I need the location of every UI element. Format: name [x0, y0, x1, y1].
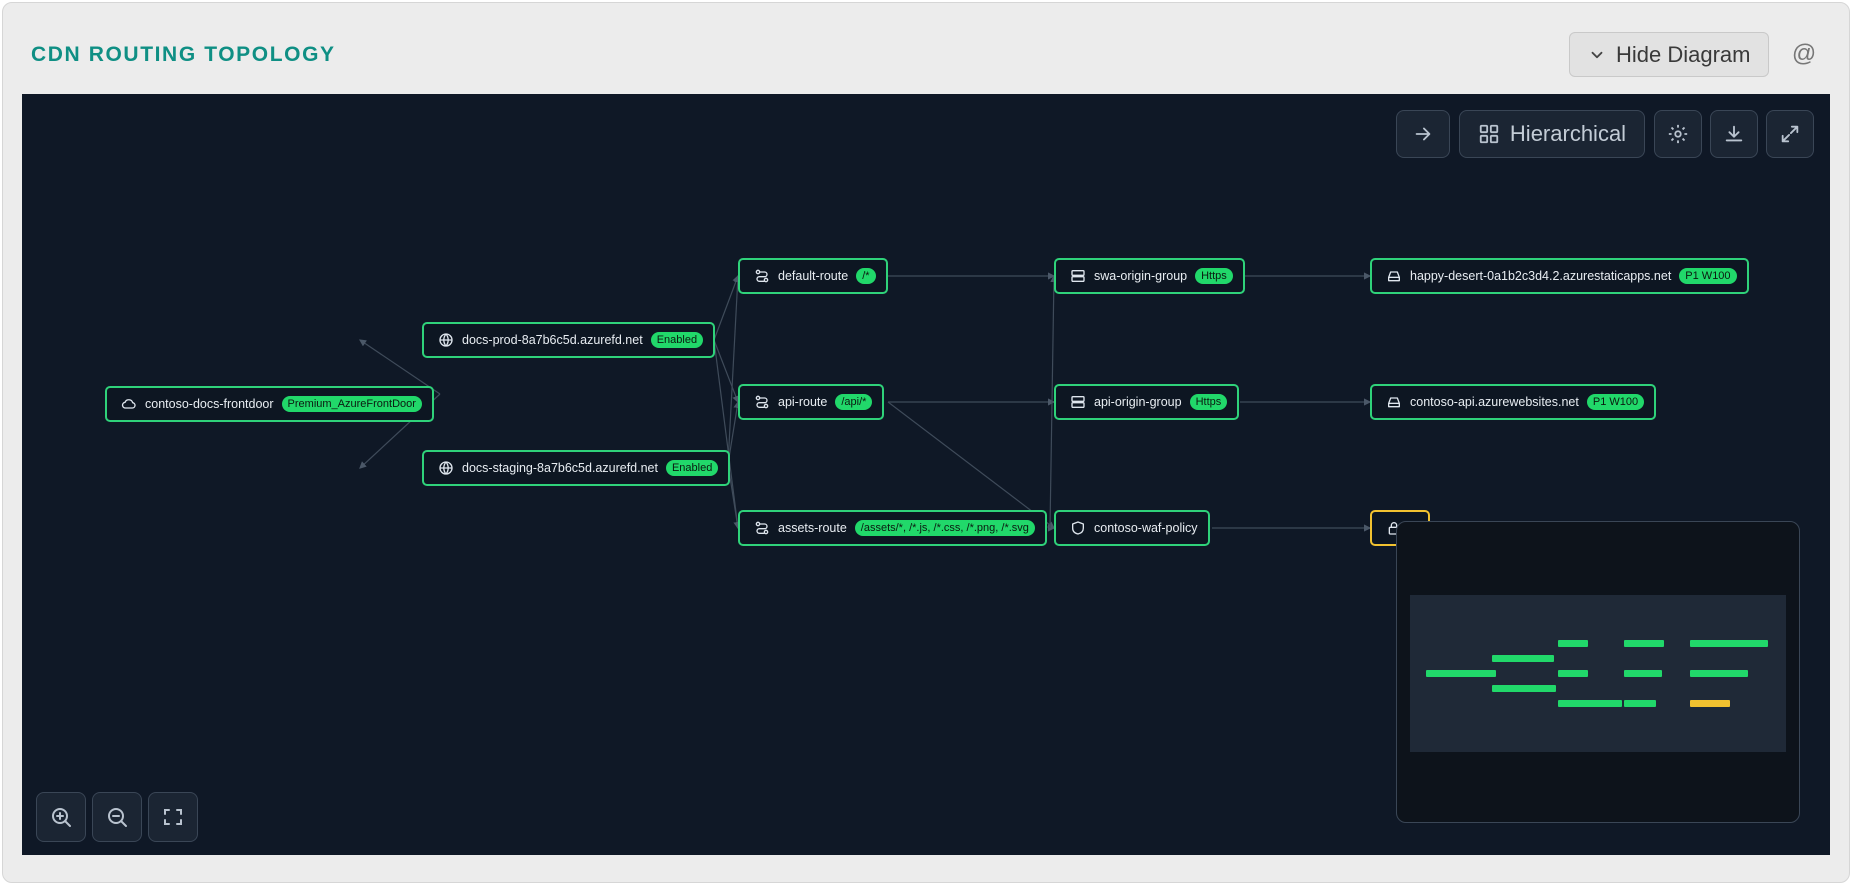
download-button[interactable] — [1710, 110, 1758, 158]
node-label: docs-staging-8a7b6c5d.azurefd.net — [462, 461, 658, 475]
expand-icon — [1781, 125, 1799, 143]
layout-label: Hierarchical — [1509, 121, 1627, 146]
node-badge: Enabled — [665, 460, 719, 476]
mention-icon[interactable]: @ — [1791, 40, 1817, 67]
globe-icon — [438, 332, 454, 348]
minimap-node — [1690, 640, 1768, 647]
minimap-node — [1624, 670, 1662, 677]
edge — [713, 339, 740, 404]
node-badge: /* — [856, 268, 876, 284]
edge — [713, 339, 741, 530]
node-badge: /assets/*, /*.js, /*.css, /*.png, /*.svg — [854, 520, 1035, 536]
node-label: contoso-docs-frontdoor — [145, 397, 274, 411]
zoom-out-button[interactable] — [92, 792, 142, 842]
download-icon — [1725, 125, 1743, 142]
node-api-origin[interactable]: contoso-api.azurewebsites.net P1 W100 — [1370, 384, 1657, 420]
shield-icon — [1070, 520, 1086, 536]
minimap-node — [1690, 670, 1748, 677]
minimap-node — [1426, 670, 1496, 677]
minimap-node — [1624, 640, 1664, 647]
gear-icon — [1668, 124, 1688, 144]
node-badge: Enabled — [650, 332, 704, 348]
minimap-node — [1492, 655, 1554, 662]
node-label: swa-origin-group — [1094, 269, 1188, 283]
zoom-out-icon — [108, 808, 127, 827]
node-label: docs-prod-8a7b6c5d.azurefd.net — [462, 333, 643, 347]
node-swa-origin-group[interactable]: swa-origin-group Https — [1054, 258, 1245, 294]
diagram-canvas[interactable]: contoso-docs-frontdoor Premium_AzureFron… — [22, 94, 1830, 855]
node-docs-prod[interactable]: docs-prod-8a7b6c5d.azurefd.net Enabled — [422, 322, 716, 358]
cloud-icon — [121, 396, 137, 412]
hide-diagram-button[interactable]: Hide Diagram — [1569, 32, 1769, 77]
node-assets-route[interactable]: assets-route /assets/*, /*.js, /*.css, /… — [738, 510, 1047, 546]
node-label: contoso-api.azurewebsites.net — [1410, 395, 1579, 409]
edge — [359, 339, 441, 395]
layout-button[interactable]: Hierarchical — [1459, 110, 1645, 158]
node-badge: /api/* — [835, 394, 873, 410]
node-badge: Https — [1189, 394, 1228, 410]
page-title: CDN ROUTING TOPOLOGY — [31, 43, 336, 66]
edge — [1049, 274, 1058, 529]
edge — [727, 274, 742, 465]
node-badge: Premium_AzureFrontDoor — [281, 396, 422, 412]
fullscreen-button[interactable] — [1766, 110, 1814, 158]
node-badge: P1 W100 — [1586, 394, 1645, 410]
fit-view-button[interactable] — [148, 792, 198, 842]
drive-icon — [1386, 268, 1402, 284]
zoom-in-icon — [52, 808, 71, 827]
chevron-down-icon — [1591, 51, 1603, 58]
minimap-node — [1624, 700, 1656, 707]
route-icon — [754, 268, 770, 284]
direction-button[interactable] — [1396, 110, 1450, 158]
node-label: contoso-waf-policy — [1094, 521, 1198, 535]
node-label: default-route — [778, 269, 849, 283]
layout-grid-icon — [1479, 124, 1499, 144]
settings-button[interactable] — [1654, 110, 1702, 158]
node-swa-origin[interactable]: happy-desert-0a1b2c3d4.2.azurestaticapps… — [1370, 258, 1749, 294]
drive-icon — [1386, 394, 1402, 410]
node-label: api-route — [778, 395, 828, 409]
edge — [887, 401, 1055, 529]
route-icon — [754, 394, 770, 410]
node-api-route[interactable]: api-route /api/* — [738, 384, 885, 420]
node-label: assets-route — [778, 521, 847, 535]
node-docs-staging[interactable]: docs-staging-8a7b6c5d.azurefd.net Enable… — [422, 450, 731, 486]
minimap-node — [1558, 670, 1588, 677]
minimap-node — [1558, 700, 1622, 707]
minimap-node — [1558, 640, 1588, 647]
node-default-route[interactable]: default-route /* — [738, 258, 888, 294]
node-api-origin-group[interactable]: api-origin-group Https — [1054, 384, 1240, 420]
server-icon — [1070, 394, 1086, 410]
minimap-node — [1690, 700, 1730, 707]
node-waf-policy[interactable]: contoso-waf-policy — [1054, 510, 1210, 546]
edge — [713, 274, 740, 341]
minimap[interactable] — [1396, 521, 1800, 823]
globe-icon — [438, 460, 454, 476]
node-badge: P1 W100 — [1679, 268, 1737, 284]
server-icon — [1070, 268, 1086, 284]
route-icon — [754, 520, 770, 536]
fit-view-icon — [164, 809, 182, 825]
node-frontdoor[interactable]: contoso-docs-frontdoor Premium_AzureFron… — [105, 386, 434, 422]
zoom-in-button[interactable] — [36, 792, 86, 842]
node-label: happy-desert-0a1b2c3d4.2.azurestaticapps… — [1410, 269, 1672, 283]
node-badge: Https — [1195, 268, 1233, 284]
arrow-right-icon — [1415, 127, 1431, 141]
hide-diagram-label: Hide Diagram — [1616, 41, 1751, 67]
node-label: api-origin-group — [1094, 395, 1182, 409]
minimap-node — [1492, 685, 1556, 692]
